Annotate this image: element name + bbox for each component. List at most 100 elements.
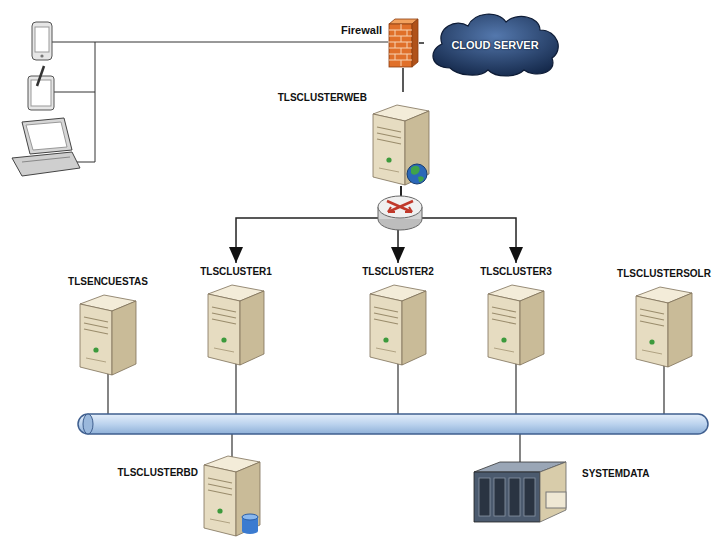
tablet-body (28, 76, 54, 110)
vent-slot (86, 358, 106, 362)
network-link (402, 68, 404, 92)
drive-slot (479, 478, 490, 516)
firewall-icon (387, 18, 419, 68)
drive-slot (494, 478, 505, 516)
server-icon (206, 284, 266, 366)
phone-button (40, 54, 43, 57)
server-side (668, 293, 692, 367)
storage-rack-icon (474, 462, 566, 522)
server-node: TLSCLUSTERSOLR (617, 268, 711, 368)
brick-joint (401, 36, 402, 42)
laptop-screen (26, 122, 67, 150)
vent-slot (214, 348, 234, 352)
vent-slot (494, 348, 514, 352)
wire (54, 92, 95, 93)
rack-icon (470, 458, 570, 528)
wire (95, 42, 96, 162)
node-label: TLSENCUESTAS (68, 276, 148, 288)
drive-bay (640, 309, 664, 314)
server-front (208, 294, 240, 365)
server-side (112, 301, 136, 375)
node-label: TLSCLUSTERBD (117, 467, 198, 479)
power-light (221, 337, 226, 342)
server-side (402, 291, 426, 365)
stylus (37, 66, 44, 86)
cloud-shape (433, 14, 558, 76)
node-label: TLSCLUSTER3 (480, 266, 552, 278)
node-label: TLSCLUSTER1 (200, 266, 272, 278)
server-side (236, 462, 260, 536)
server-node: TLSCLUSTER2 (362, 266, 434, 366)
server-node: TLSCLUSTER3 (480, 266, 552, 366)
firewall-side (412, 19, 418, 67)
server-tower (208, 285, 264, 365)
brick-joint (389, 54, 412, 55)
drive-bay (212, 313, 236, 318)
brick-joint (395, 42, 396, 48)
smartphone-icon (32, 22, 52, 60)
cloud-node: CLOUD SERVER (424, 6, 566, 80)
vent-slot (210, 519, 230, 523)
brick-joint (395, 30, 396, 36)
brick-joint (407, 54, 408, 60)
drive-bay (640, 321, 664, 326)
brick-joint (389, 30, 412, 31)
server-icon (368, 284, 428, 366)
drive-bay (492, 313, 516, 318)
network-link (236, 186, 401, 263)
server-icon (486, 284, 546, 366)
drive-bay (374, 319, 398, 324)
tablet-screen (31, 80, 51, 106)
node-label: TLSCLUSTERWEB (278, 92, 367, 104)
keyboard-line (22, 157, 70, 162)
vent-slot (379, 168, 399, 172)
vent-slot (376, 348, 396, 352)
drive-bay (492, 307, 516, 312)
drive-bay (84, 323, 108, 328)
brick-joint (401, 24, 402, 30)
drive-bay (212, 319, 236, 324)
brick-joint (401, 48, 402, 54)
brick-joint (389, 42, 412, 43)
server-icon (634, 286, 694, 368)
router-arrow-heads (388, 207, 412, 212)
globe-icon (407, 164, 427, 184)
bus-end-cap (83, 414, 93, 434)
laptop-base (12, 152, 80, 176)
router-top (378, 196, 422, 218)
globe-land (411, 166, 424, 182)
drive-bay (374, 313, 398, 318)
database-bottom (242, 528, 258, 534)
server-side (405, 111, 429, 185)
server-tower (370, 285, 426, 365)
firewall-icon (389, 19, 418, 67)
power-light (217, 508, 222, 513)
server-side (520, 291, 544, 365)
drive-bay (84, 317, 108, 322)
firewall-front (389, 24, 412, 67)
wire (76, 162, 95, 163)
laptop-screen-frame (22, 118, 72, 154)
server-tower (373, 105, 429, 185)
server-node: TLSENCUESTAS (68, 276, 148, 376)
power-light (649, 339, 654, 344)
power-light (383, 337, 388, 342)
router-icon (378, 196, 422, 230)
drive-bay (208, 484, 232, 489)
power-light (501, 337, 506, 342)
database-top (242, 514, 258, 520)
server-icon (78, 294, 138, 376)
brick-joint (407, 30, 408, 36)
rack-side (540, 462, 566, 522)
power-light (93, 347, 98, 352)
node-label: TLSCLUSTERSOLR (617, 268, 711, 280)
bus-pipe (78, 414, 708, 434)
network-link (419, 42, 424, 44)
node-label: Firewall (341, 24, 382, 37)
storage-node: SYSTEMDATA (470, 458, 649, 528)
node-label: TLSCLUSTER2 (362, 266, 434, 278)
drive-slot (524, 478, 535, 516)
power-light (386, 157, 391, 162)
